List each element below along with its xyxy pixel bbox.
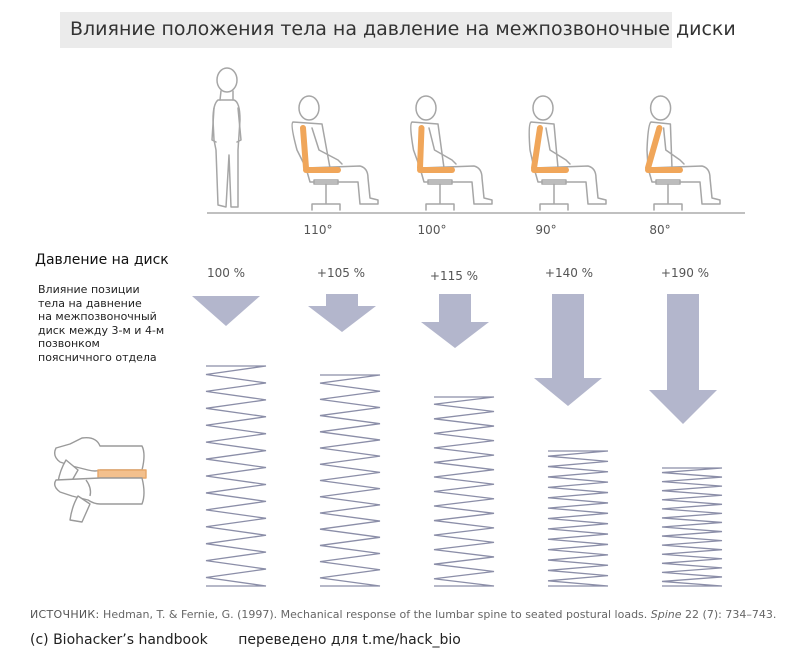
pressure-value-80: +190 % [660,266,710,280]
credit-line: (c) Biohacker’s handbook переведено для … [30,632,461,648]
seated-figure-80-icon [645,95,721,211]
pressure-value-90: +140 % [544,266,594,280]
source-journal: Spine [650,608,682,621]
description-line: на межпозвоночный [38,310,157,323]
seated-figure-110-icon [291,95,379,211]
source-ref: 22 (7): 734–743. [685,608,777,621]
seated-figure-90-icon [528,95,607,211]
source-label: ИСТОЧНИК: [30,608,100,621]
pressure-arrow-2 [421,294,489,348]
angle-label-110: 110° [303,223,333,237]
description-line: позвонком [38,337,100,350]
description-line: диск между 3-м и 4-м [38,323,165,337]
angle-label-100: 100° [417,223,447,237]
disc-spring-2 [433,396,495,587]
standing-figure-icon [211,67,242,208]
description-line: тела на давнение [38,296,142,310]
pressure-arrow-3 [534,294,602,406]
disc-spring-1 [319,374,381,587]
description-line: Влияние позиции [38,283,140,296]
disc-spring-0 [205,365,267,587]
disc-spring-4 [661,467,723,587]
pressure-value-standing: 100 % [206,266,246,280]
angle-label-90: 90° [535,223,557,237]
seated-figure-100-icon [410,95,493,211]
angle-label-80: 80° [649,223,671,237]
credit-translation: переведено для t.me/hack_bio [238,632,461,648]
pressure-heading: Давление на диск [35,252,169,268]
source-text: Hedman, T. & Fernie, G. (1997). Mechanic… [103,608,648,621]
pressure-arrow-4 [649,294,717,424]
description-line: поясничного отдела [38,350,157,364]
title-bar [60,12,672,48]
pressure-description: Влияние позиции тела на давнение на межп… [38,283,198,364]
pressure-value-100: +115 % [429,269,479,283]
pressure-arrow-0 [192,296,260,326]
page-title: Влияние положения тела на давление на ме… [70,18,736,40]
source-citation: ИСТОЧНИК: Hedman, T. & Fernie, G. (1997)… [30,608,776,621]
disc-spring-3 [547,450,609,587]
pressure-arrow-1 [308,294,376,332]
pressure-value-110: +105 % [316,266,366,280]
credit-copyright: (c) Biohacker’s handbook [30,632,208,648]
vertebra-icon [53,436,147,523]
